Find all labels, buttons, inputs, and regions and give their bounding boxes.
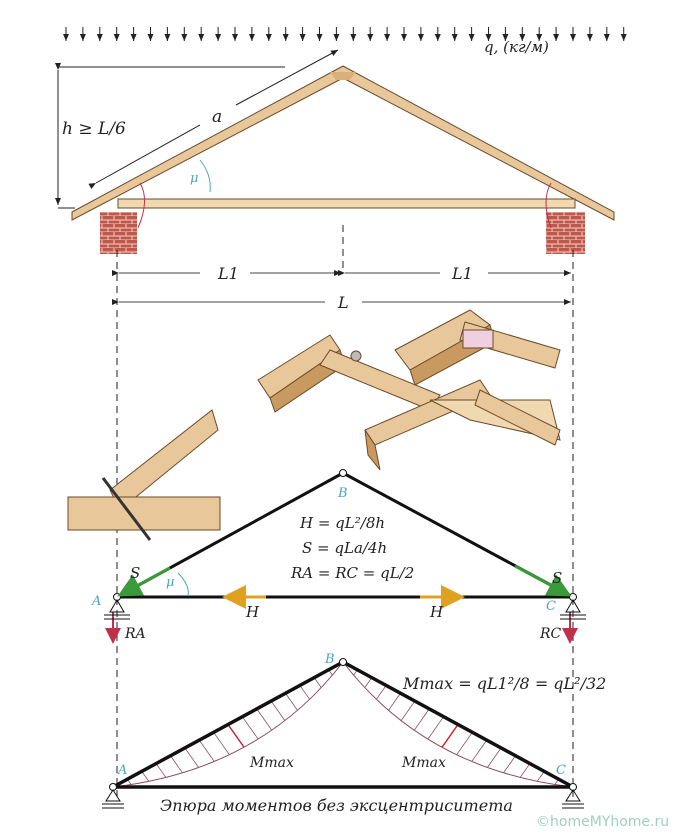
moment-hatch-line [213, 732, 230, 755]
moment-hatch-line [170, 755, 183, 774]
watermark: ©homeMYhome.ru [536, 814, 669, 830]
moment-hatch-line [155, 763, 167, 778]
truss-angle-label: μ [166, 575, 174, 590]
roof-truss-illustration [71, 65, 615, 254]
support-a-icon [104, 599, 130, 620]
formula-s: S = qLa/4h [302, 539, 387, 557]
moment-hatch-line [503, 755, 516, 774]
moment-hatch-line [388, 693, 401, 711]
formula-h: H = qL²/8h [299, 514, 385, 532]
support-a-icon [102, 789, 124, 809]
rafter-length-label: a [212, 107, 222, 127]
moment-hatch-line [227, 724, 245, 748]
half-span-label-left: L1 [217, 264, 239, 283]
moment-hatch-line [376, 685, 387, 700]
reaction-c-label: RC [539, 626, 562, 642]
moment-hatch-line [184, 747, 199, 768]
force-s-label-left: S [130, 564, 140, 582]
angle-label: μ [190, 171, 198, 186]
moment-hatch-line [427, 716, 444, 740]
moment-node-a-label: A [117, 763, 127, 778]
moment-hatch-line [198, 739, 215, 762]
moment-hatch-line [299, 685, 310, 700]
reaction-a-label: RA [124, 626, 146, 642]
moment-hatch-line [441, 724, 459, 748]
moment-hatch-line [313, 677, 322, 688]
moment-hatch-line [141, 771, 150, 782]
formula-r: RA = RC = qL/2 [290, 564, 414, 582]
moment-caption: Эпюра моментов без эксцентриситета [160, 796, 513, 815]
moment-hatch-line [285, 693, 298, 711]
node-c-label: C [546, 599, 556, 614]
support-c-icon [562, 789, 584, 809]
moment-hatch-line [400, 700, 416, 721]
force-h-label-right: H [429, 603, 444, 621]
right-brick-wall [546, 212, 585, 254]
joint-detail-illustrations [67, 309, 561, 541]
force-s-arrow-left [117, 566, 171, 597]
left-brick-wall [100, 212, 137, 254]
moment-hatch-line [364, 677, 373, 688]
height-label: h ≥ L/6 [62, 119, 126, 139]
moment-diagram [102, 658, 584, 809]
force-s-arrow-right [514, 564, 572, 597]
node-a-label: A [91, 594, 101, 609]
moment-hatch-line [413, 708, 430, 731]
node-b-label: B [337, 486, 348, 501]
moment-hatch-line [471, 739, 488, 762]
moment-hatch-line [536, 771, 545, 782]
moment-hatch-line [519, 763, 531, 778]
force-h-label-left: H [245, 603, 260, 621]
moment-hatch-line [456, 732, 473, 755]
moment-hatch-line [487, 747, 502, 768]
distributed-load-arrows [63, 27, 627, 41]
moment-node-c-label: C [556, 763, 566, 778]
span-label: L [337, 293, 349, 312]
moment-hatch-line [242, 716, 259, 740]
force-s-label-right: S [552, 569, 562, 587]
mmax-label-right: Mmax [401, 755, 446, 771]
moment-formula: Mmax = qL1²/8 = qL²/32 [402, 674, 606, 693]
mmax-label-left: Mmax [249, 755, 294, 771]
moment-node-b-label: B [324, 652, 335, 667]
support-c-icon [560, 599, 586, 620]
static-truss-diagram [104, 469, 586, 644]
half-span-label-right: L1 [451, 264, 473, 283]
moment-hatch-line [270, 700, 286, 721]
moment-hatch-line [256, 708, 273, 731]
load-label: q, (кг/м) [484, 38, 549, 56]
